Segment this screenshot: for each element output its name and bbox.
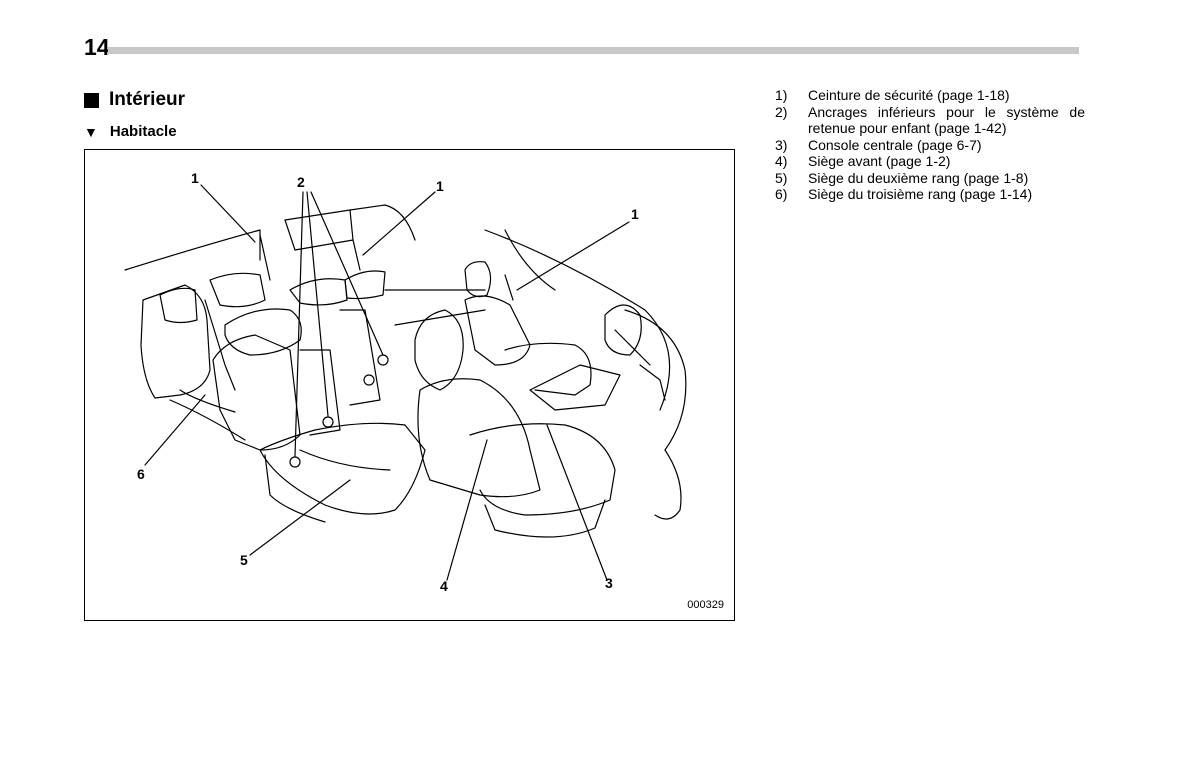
legend-number: 5): [775, 169, 788, 186]
legend-number: 3): [775, 136, 788, 153]
callout-label: 4: [440, 578, 448, 594]
callout-label: 2: [297, 174, 305, 190]
legend-text: Console centrale (page 6-7): [808, 136, 982, 153]
legend-item: 6) Siège du troisième rang (page 1-14): [775, 186, 1085, 203]
interior-illustration: 1 2 1 1 6 5 4 3 000329: [84, 149, 735, 621]
header-rule: [108, 47, 1079, 54]
legend-text: Ancrages inférieurs pour le système de r…: [808, 103, 1085, 137]
callout-label: 1: [191, 170, 199, 186]
legend-number: 2): [775, 103, 788, 120]
interior-drawing: [124, 184, 687, 581]
callout-label: 6: [137, 466, 145, 482]
legend-item: 1) Ceinture de sécurité (page 1-18): [775, 87, 1085, 104]
legend-item: 5) Siège du deuxième rang (page 1-8): [775, 170, 1085, 187]
legend-text: Siège du troisième rang (page 1-14): [808, 186, 1033, 202]
legend-item: 3) Console centrale (page 6-7): [775, 137, 1085, 154]
legend-number: 6): [775, 186, 788, 202]
legend-number: 1): [775, 87, 788, 103]
subsection-title: Habitacle: [109, 123, 177, 140]
legend-item: 2) Ancrages inférieurs pour le système de…: [775, 104, 1085, 137]
down-triangle-icon: ▼: [84, 123, 98, 140]
legend-number: 4): [775, 153, 788, 169]
section-heading: Intérieur: [84, 89, 185, 111]
callout-label: 5: [240, 552, 248, 568]
section-title: Intérieur: [109, 89, 186, 110]
callout-label: 3: [605, 575, 613, 591]
subsection-heading: ▼ Habitacle: [84, 123, 177, 140]
page-number: 14: [84, 34, 110, 60]
figure-code: 000329: [687, 599, 724, 611]
legend-item: 4) Siège avant (page 1-2): [775, 153, 1085, 170]
callout-legend: 1) Ceinture de sécurité (page 1-18) 2) Anc…: [775, 87, 1085, 203]
callout-label: 1: [631, 206, 639, 222]
legend-text: Siège avant (page 1-2): [808, 153, 951, 169]
callout-label: 1: [436, 178, 444, 194]
black-square-icon: [84, 92, 99, 108]
legend-text: Ceinture de sécurité (page 1-18): [808, 87, 1010, 103]
legend-text: Siège du deuxième rang (page 1-8): [808, 169, 1029, 186]
